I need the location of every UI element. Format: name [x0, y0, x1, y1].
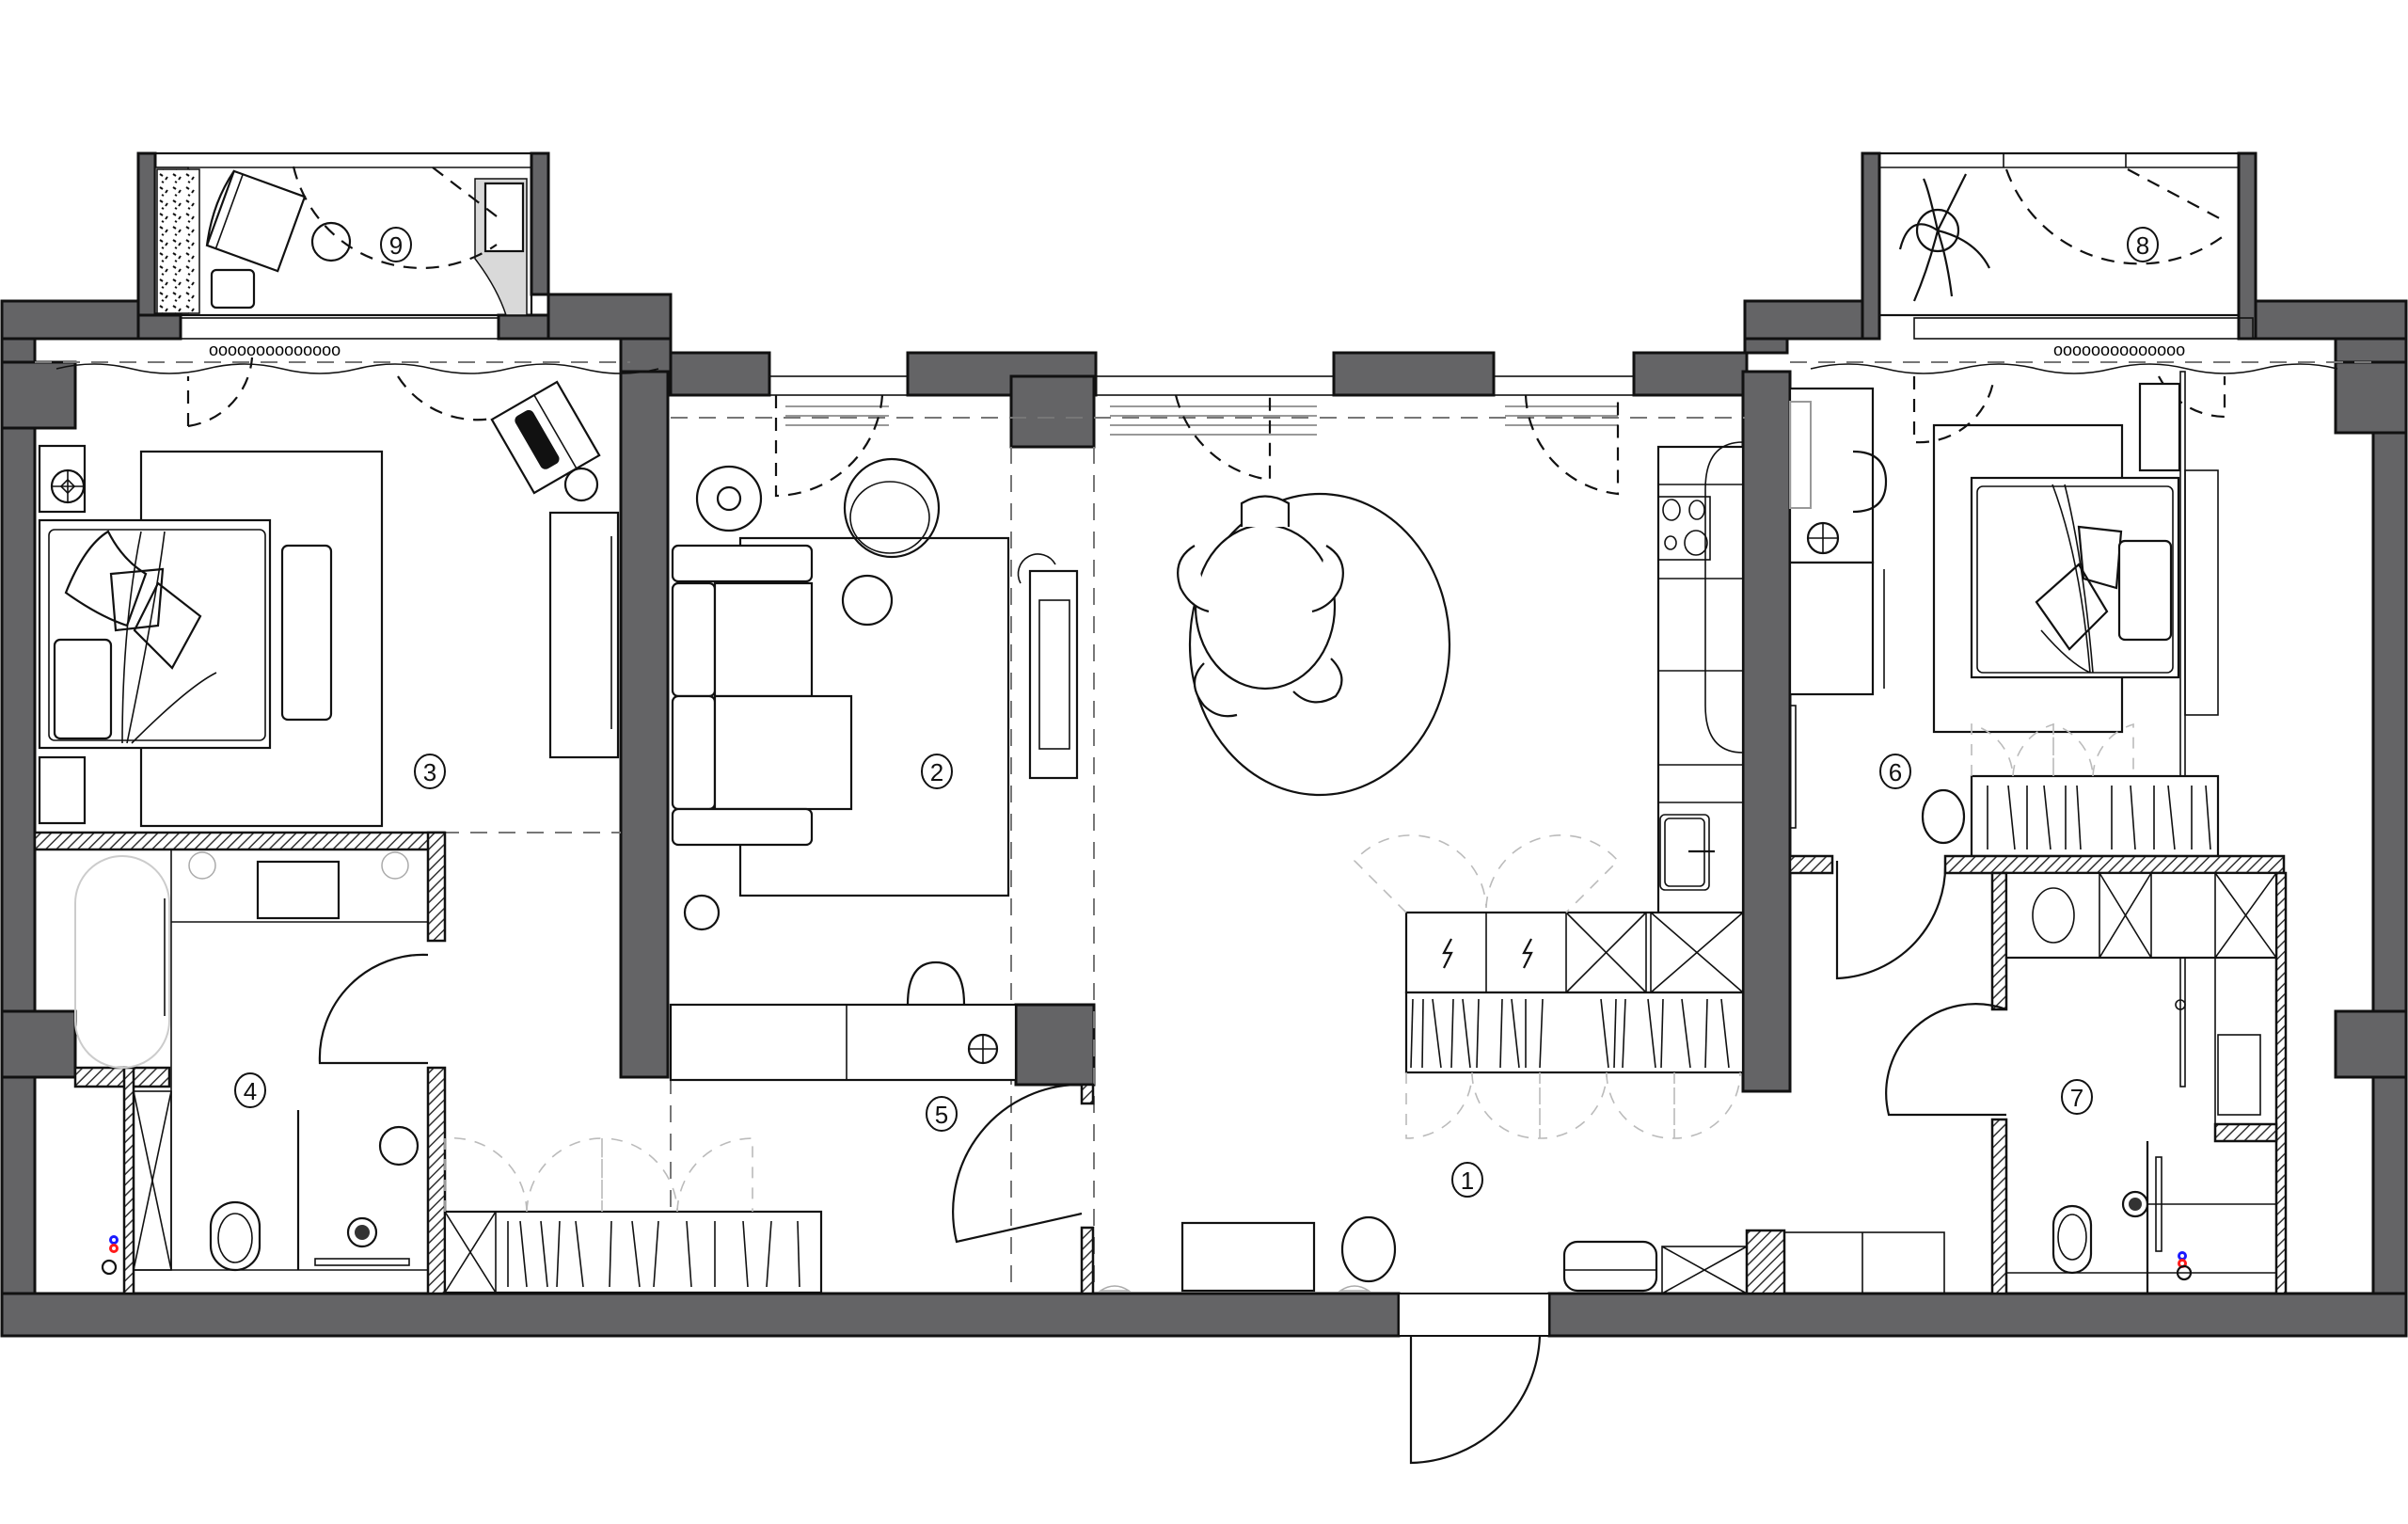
lamp-icon	[50, 468, 86, 504]
sofa-icon	[671, 544, 853, 847]
dining-chair-icon	[1177, 495, 1344, 718]
lightning-bolt-icon	[1522, 938, 1533, 969]
room-number: 1	[1461, 1167, 1474, 1195]
plant-icon	[1898, 173, 1990, 302]
heating-coil-icon: oooooooooooooo oooooooooooooo	[209, 341, 2185, 359]
room-label-6: 6	[1879, 754, 1911, 789]
room-number: 7	[2070, 1084, 2083, 1112]
wardrobe-hangers	[507, 1220, 800, 1288]
lightning-bolt-icon	[1442, 938, 1453, 969]
room-label-3: 3	[414, 754, 446, 789]
windows: oooooooooooooo oooooooooooooo	[35, 317, 2373, 436]
room-number: 8	[2136, 231, 2149, 260]
room-label-1: 1	[1451, 1162, 1483, 1198]
living-room-2	[670, 394, 1620, 1294]
shower-icon	[314, 1216, 410, 1266]
lamp-icon	[967, 1033, 999, 1065]
svg-text:oooooooooooooo: oooooooooooooo	[2053, 341, 2185, 359]
balcony-9	[153, 151, 533, 317]
balcony-8	[1877, 151, 2241, 317]
bedroom-6	[1788, 371, 2286, 1087]
room-number: 5	[935, 1101, 948, 1129]
armchair-icon	[490, 380, 601, 495]
svg-text:oooooooooooooo: oooooooooooooo	[209, 341, 341, 359]
cooktop-icon	[1657, 496, 1711, 561]
room-label-9: 9	[380, 227, 412, 262]
room-number: 4	[244, 1077, 257, 1105]
armchair-icon	[205, 169, 307, 273]
bedroom-3	[38, 357, 621, 833]
toilet-icon	[2052, 1204, 2093, 1275]
toilet-icon	[209, 1200, 261, 1272]
room-label-7: 7	[2061, 1079, 2093, 1115]
room-labels: 1 2 3 4 5 6 7 8 9	[234, 227, 2159, 1198]
room-label-5: 5	[926, 1096, 958, 1132]
room-number: 3	[423, 758, 436, 786]
room-number: 9	[389, 231, 403, 260]
kitchen-island	[1353, 834, 1745, 1139]
kitchen-dining-1	[1098, 441, 1945, 1465]
bathroom-4	[33, 831, 447, 1295]
room-label-4: 4	[234, 1072, 266, 1108]
entrance-door	[1398, 1293, 1550, 1465]
room-number: 2	[930, 758, 943, 786]
radiator-icon	[785, 405, 1618, 436]
room-label-2: 2	[921, 754, 953, 789]
shower-icon	[2121, 1156, 2276, 1252]
exterior-walls	[0, 151, 2408, 1338]
lamp-icon	[1806, 521, 1840, 555]
bathroom-7	[1885, 871, 2288, 1295]
room-number: 6	[1889, 758, 1902, 786]
sink-icon	[1659, 814, 1715, 891]
room-label-8: 8	[2127, 227, 2159, 262]
corridor-5	[443, 1003, 1095, 1295]
